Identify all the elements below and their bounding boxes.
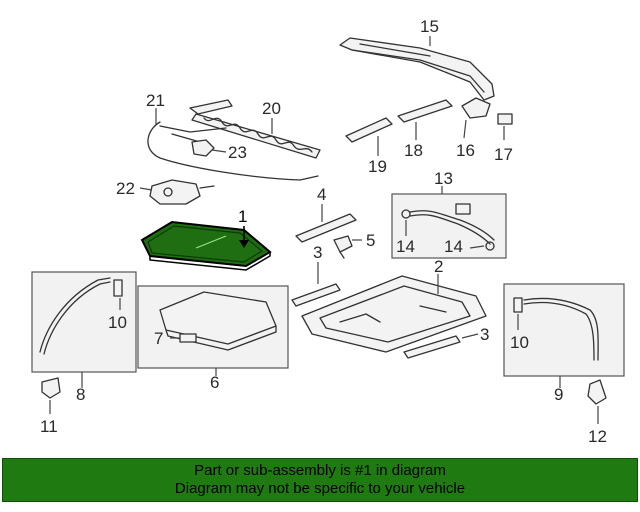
callout-13: 13	[434, 169, 453, 188]
callout-14-right: 14	[444, 237, 463, 256]
leader-lines	[49, 36, 599, 424]
callout-23: 23	[228, 143, 247, 162]
callout-7: 7	[154, 329, 163, 348]
part-7-sunshade-handle[interactable]	[179, 333, 197, 343]
callout-22: 22	[116, 179, 135, 198]
part-8-front-drain-hose[interactable]	[39, 277, 111, 355]
callout-12: 12	[588, 427, 607, 446]
callout-19: 19	[368, 157, 387, 176]
part-4-rail-bracket[interactable]	[295, 213, 357, 243]
callout-5: 5	[366, 231, 375, 250]
callout-14-left: 14	[396, 237, 415, 256]
callout-4: 4	[317, 185, 326, 204]
callout-20: 20	[262, 99, 281, 118]
part-18-deflector-bracket[interactable]	[397, 99, 453, 123]
callout-15: 15	[420, 17, 439, 36]
part-16-clip[interactable]	[461, 97, 491, 119]
footer-banner: Part or sub-assembly is #1 in diagram Di…	[2, 458, 638, 502]
part-20-guide-rail[interactable]	[189, 99, 321, 159]
part-14-clip-right[interactable]	[485, 241, 495, 251]
part-11-drain-elbow[interactable]	[41, 377, 61, 399]
part-3-side-rail-lower[interactable]	[403, 335, 461, 359]
part-6-sunshade[interactable]	[159, 291, 277, 351]
part-10-hose-clip-right[interactable]	[513, 297, 523, 313]
part-17-clip[interactable]	[497, 113, 513, 125]
footer-line-1: Part or sub-assembly is #1 in diagram	[194, 462, 446, 479]
part-19-deflector-bracket[interactable]	[345, 117, 393, 143]
part-3-side-rail-upper[interactable]	[291, 283, 341, 307]
part-9-rear-drain-hose[interactable]	[523, 297, 599, 361]
callout-2: 2	[434, 257, 443, 276]
part-2-sunroof-frame[interactable]	[301, 275, 487, 353]
part-1-glass-panel[interactable]	[140, 220, 272, 271]
part-14-clip-left[interactable]	[401, 209, 411, 219]
callout-3-lower: 3	[480, 325, 489, 344]
callout-10-right: 10	[510, 333, 529, 352]
parts-diagram: 1 2 3 3 4 5 6 7 8 9 10 10 11 12 13 14 14…	[31, 17, 625, 446]
part-12-drain-elbow[interactable]	[587, 379, 607, 405]
part-13-group-box	[391, 193, 507, 259]
part-15-roof-frame-rail[interactable]	[339, 37, 495, 101]
part-22-motor[interactable]	[149, 179, 215, 205]
callout-3-upper: 3	[313, 243, 322, 262]
footer-line-2: Diagram may not be specific to your vehi…	[174, 480, 466, 497]
callout-17: 17	[494, 145, 513, 164]
callout-8: 8	[76, 385, 85, 404]
callout-1: 1	[238, 207, 247, 226]
callout-18: 18	[404, 141, 423, 160]
part-23-bracket[interactable]	[191, 139, 215, 157]
part-13-drain-hose[interactable]	[409, 203, 495, 245]
part-10-hose-clip-left[interactable]	[113, 279, 123, 297]
part-9-group-box	[503, 283, 625, 377]
callout-21: 21	[146, 91, 165, 110]
part-21-drive-cable[interactable]	[147, 121, 319, 181]
callout-6: 6	[210, 373, 219, 392]
callout-10-left: 10	[108, 313, 127, 332]
callout-11: 11	[40, 417, 58, 436]
callout-16: 16	[456, 141, 475, 160]
part-5-clip[interactable]	[333, 235, 353, 259]
callout-9: 9	[554, 385, 563, 404]
